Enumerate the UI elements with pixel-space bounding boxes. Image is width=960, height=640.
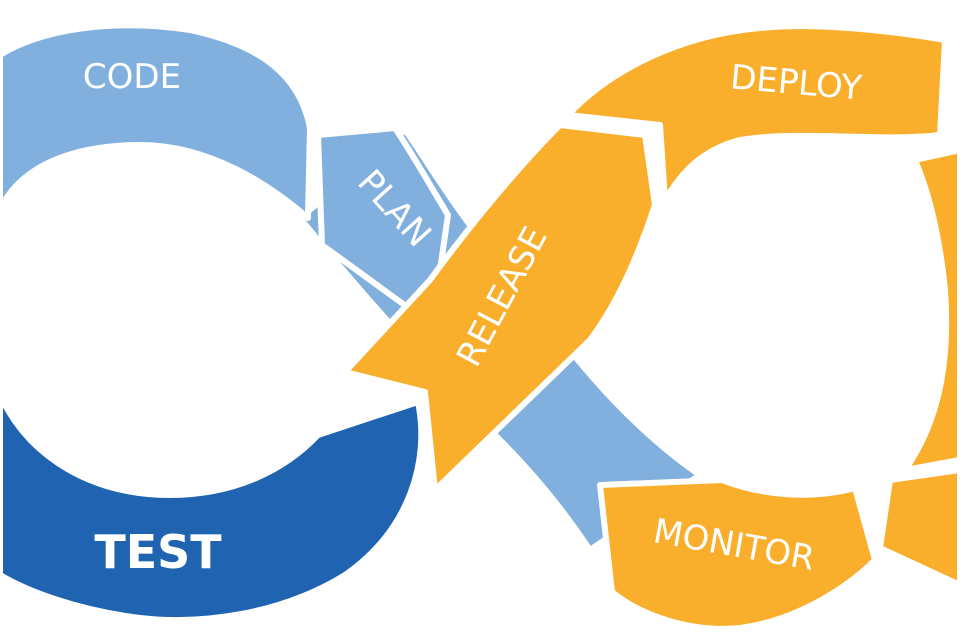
- monitor-segment: [597, 477, 878, 632]
- test-segment: [0, 392, 425, 624]
- code-segment: [0, 22, 313, 221]
- test-label: TEST: [94, 525, 222, 579]
- plan-segment: [315, 125, 451, 328]
- operate-segment-lower: [877, 467, 960, 588]
- operate-segment-upper: [902, 147, 960, 473]
- deploy-segment: [565, 23, 948, 203]
- code-label: CODE: [83, 57, 181, 97]
- release-segment: [342, 122, 658, 493]
